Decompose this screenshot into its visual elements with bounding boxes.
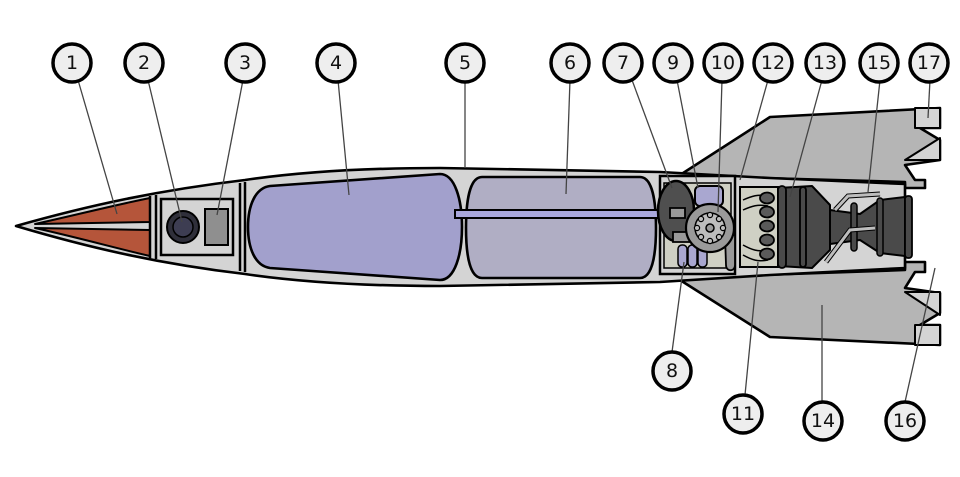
alcohol-line xyxy=(824,226,876,263)
label-2-text: 2 xyxy=(138,52,150,74)
fin-notch xyxy=(904,291,941,316)
label-3-text: 3 xyxy=(239,52,251,74)
turbine-hub xyxy=(705,223,715,233)
fuel-tank xyxy=(246,172,464,282)
nozzle-ring xyxy=(850,202,858,252)
label-9: 9 xyxy=(652,42,694,84)
guidance-compartment xyxy=(159,182,247,272)
leader-line-1 xyxy=(77,79,118,215)
leader-line-7 xyxy=(631,79,673,189)
label-13: 13 xyxy=(804,42,846,84)
engine-bay xyxy=(656,174,737,276)
label-10: 10 xyxy=(702,42,744,84)
leader-line-16 xyxy=(904,267,936,403)
label-4-text: 4 xyxy=(330,52,342,74)
label-16: 16 xyxy=(884,400,926,442)
leader-line-17 xyxy=(927,79,931,119)
label-6-text: 6 xyxy=(564,52,576,74)
leader-line-10 xyxy=(717,79,723,213)
leader-line-6 xyxy=(565,79,571,195)
label-12-text: 12 xyxy=(761,52,785,74)
chamber-ring xyxy=(799,186,807,268)
label-15-text: 15 xyxy=(867,52,891,74)
rocket-engine xyxy=(777,185,913,269)
label-12: 12 xyxy=(752,42,794,84)
label-11: 11 xyxy=(722,393,764,435)
label-2: 2 xyxy=(123,42,165,84)
label-8-text: 8 xyxy=(666,360,678,382)
leader-line-8 xyxy=(671,261,685,353)
leader-line-11 xyxy=(744,261,759,396)
label-5: 5 xyxy=(444,42,486,84)
label-1-text: 1 xyxy=(66,52,78,74)
label-11-text: 11 xyxy=(731,403,755,425)
label-6: 6 xyxy=(549,42,591,84)
fin-notch xyxy=(904,137,941,161)
gyroscope-inner xyxy=(172,216,194,238)
leader-line-3 xyxy=(216,79,244,216)
nozzle-ring xyxy=(876,197,884,257)
label-4: 4 xyxy=(315,42,357,84)
leader-line-2 xyxy=(147,79,183,223)
label-13-text: 13 xyxy=(813,52,837,74)
leader-line-9 xyxy=(676,79,699,189)
leader-lines xyxy=(77,79,936,403)
warhead-upper xyxy=(34,197,151,225)
alcohol-line xyxy=(833,192,881,212)
leader-line-4 xyxy=(337,79,350,196)
label-3: 3 xyxy=(224,42,266,84)
fuel-pipe xyxy=(454,209,671,219)
chamber-ring xyxy=(777,185,787,269)
label-5-text: 5 xyxy=(459,52,471,74)
label-8: 8 xyxy=(651,350,693,392)
label-15: 15 xyxy=(858,42,900,84)
label-10-text: 10 xyxy=(711,52,735,74)
label-16-text: 16 xyxy=(893,410,917,432)
electronics-box xyxy=(204,208,229,246)
leader-line-13 xyxy=(789,79,823,198)
leader-line-15 xyxy=(867,79,881,193)
label-1: 1 xyxy=(51,42,93,84)
label-14-text: 14 xyxy=(811,410,835,432)
oxidizer-tank xyxy=(464,175,658,280)
turbine-blades xyxy=(693,211,727,245)
label-9-text: 9 xyxy=(667,52,679,74)
label-7-text: 7 xyxy=(617,52,629,74)
pump-inlet xyxy=(669,207,691,243)
label-7: 7 xyxy=(602,42,644,84)
burner-cups xyxy=(759,191,775,261)
leader-line-12 xyxy=(739,79,769,181)
label-14: 14 xyxy=(802,400,844,442)
warhead xyxy=(34,195,158,259)
labels: 1 2 3 4 5 6 7 8 9 10 11 12 13 14 15 16 1… xyxy=(51,42,950,442)
label-17: 17 xyxy=(908,42,950,84)
nozzle-exit-ring xyxy=(904,195,913,259)
label-17-text: 17 xyxy=(917,52,941,74)
fin-notch xyxy=(914,107,941,129)
warhead-lower xyxy=(34,227,151,257)
